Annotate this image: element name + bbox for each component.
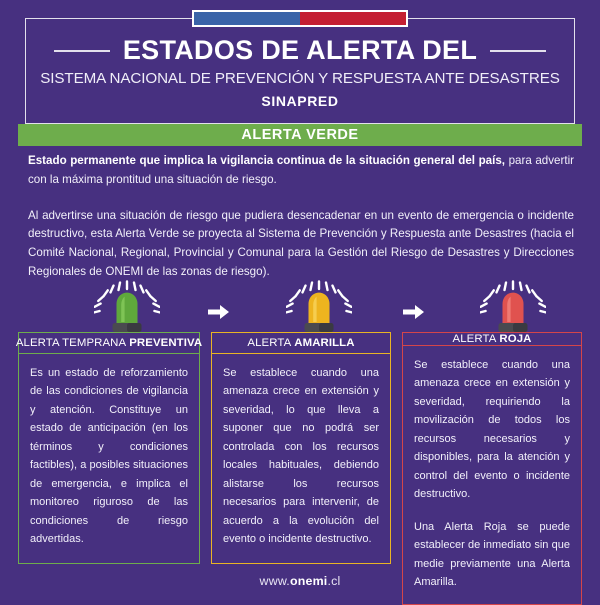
alert-card-amarilla-body: Se establece cuando una amenaza crece en…: [211, 354, 391, 564]
page-title: ESTADOS DE ALERTA DEL: [122, 35, 478, 65]
footer-suffix: .cl: [327, 574, 341, 588]
alert-card-roja-body: Se establece cuando una amenaza crece en…: [402, 346, 582, 605]
arrow-right-icon-1: [208, 304, 230, 320]
alert-card-amarilla-header-bold: AMARILLA: [294, 337, 355, 349]
title-rule-left: [53, 49, 110, 52]
alert-card-roja-paragraph-1: Se establece cuando una amenaza crece en…: [414, 359, 570, 501]
flag-red-stripe: [300, 12, 406, 25]
page-acronym: SINAPRED: [261, 93, 339, 110]
alert-card-amarilla-paragraph-1: Se establece cuando una amenaza crece en…: [223, 367, 379, 546]
arrow-right-icon-2: [403, 304, 425, 320]
alert-cards-row: ALERTA TEMPRANA PREVENTIVA Es un estado …: [15, 332, 582, 605]
alert-card-amarilla: ALERTA AMARILLA Se establece cuando una …: [211, 332, 391, 564]
beacon-red-icon: [480, 280, 546, 332]
alert-card-roja-paragraph-2: Una Alerta Roja se puede establecer de i…: [414, 520, 570, 589]
footer-prefix: www.: [259, 574, 290, 588]
alert-card-preventiva: ALERTA TEMPRANA PREVENTIVA Es un estado …: [15, 332, 203, 564]
intro-paragraph-1-bold: Estado permanente que implica la vigilan…: [28, 154, 506, 167]
intro-paragraph-2: Al advertirse una situación de riesgo qu…: [28, 208, 574, 278]
alert-card-amarilla-header: ALERTA AMARILLA: [211, 332, 391, 354]
chile-flag-bar: [192, 10, 408, 27]
alerta-verde-label: ALERTA VERDE: [241, 127, 359, 143]
alerta-verde-banner: ALERTA VERDE: [18, 124, 582, 146]
alert-card-amarilla-header-normal: ALERTA: [247, 337, 292, 349]
alert-card-preventiva-header: ALERTA TEMPRANA PREVENTIVA: [15, 332, 203, 354]
alert-card-preventiva-body: Es un estado de reforzamiento de las con…: [18, 354, 200, 564]
alert-card-preventiva-header-bold: PREVENTIVA: [129, 337, 203, 349]
page-subtitle: SISTEMA NACIONAL DE PREVENCIÓN Y RESPUES…: [40, 70, 560, 88]
alert-card-preventiva-paragraph-1: Es un estado de reforzamiento de las con…: [30, 367, 188, 546]
alert-card-roja-header-bold: ROJA: [499, 333, 532, 345]
beacon-yellow-icon: [286, 280, 352, 332]
alert-card-roja: ALERTA ROJA Se establece cuando una amen…: [402, 332, 582, 605]
title-rule-right: [490, 49, 547, 52]
footer-bold: onemi: [289, 574, 328, 588]
alert-card-roja-header-normal: ALERTA: [452, 333, 497, 345]
alert-card-preventiva-header-normal: ALERTA TEMPRANA: [15, 337, 127, 349]
beacon-green-icon: [94, 280, 160, 332]
footer-website[interactable]: www.onemi.cl: [0, 574, 600, 588]
beacon-row: [18, 280, 582, 332]
intro-paragraph-1-rest: para advertir con la máxima prontitud un…: [28, 154, 575, 186]
flag-blue-stripe: [194, 12, 300, 25]
intro-paragraph-1: Estado permanente que implica la vigilan…: [28, 152, 574, 190]
intro-text-block: Estado permanente que implica la vigilan…: [28, 152, 574, 282]
alert-card-roja-header: ALERTA ROJA: [402, 332, 582, 346]
header-box: ESTADOS DE ALERTA DEL SISTEMA NACIONAL D…: [25, 18, 575, 124]
title-row: ESTADOS DE ALERTA DEL: [26, 35, 574, 65]
